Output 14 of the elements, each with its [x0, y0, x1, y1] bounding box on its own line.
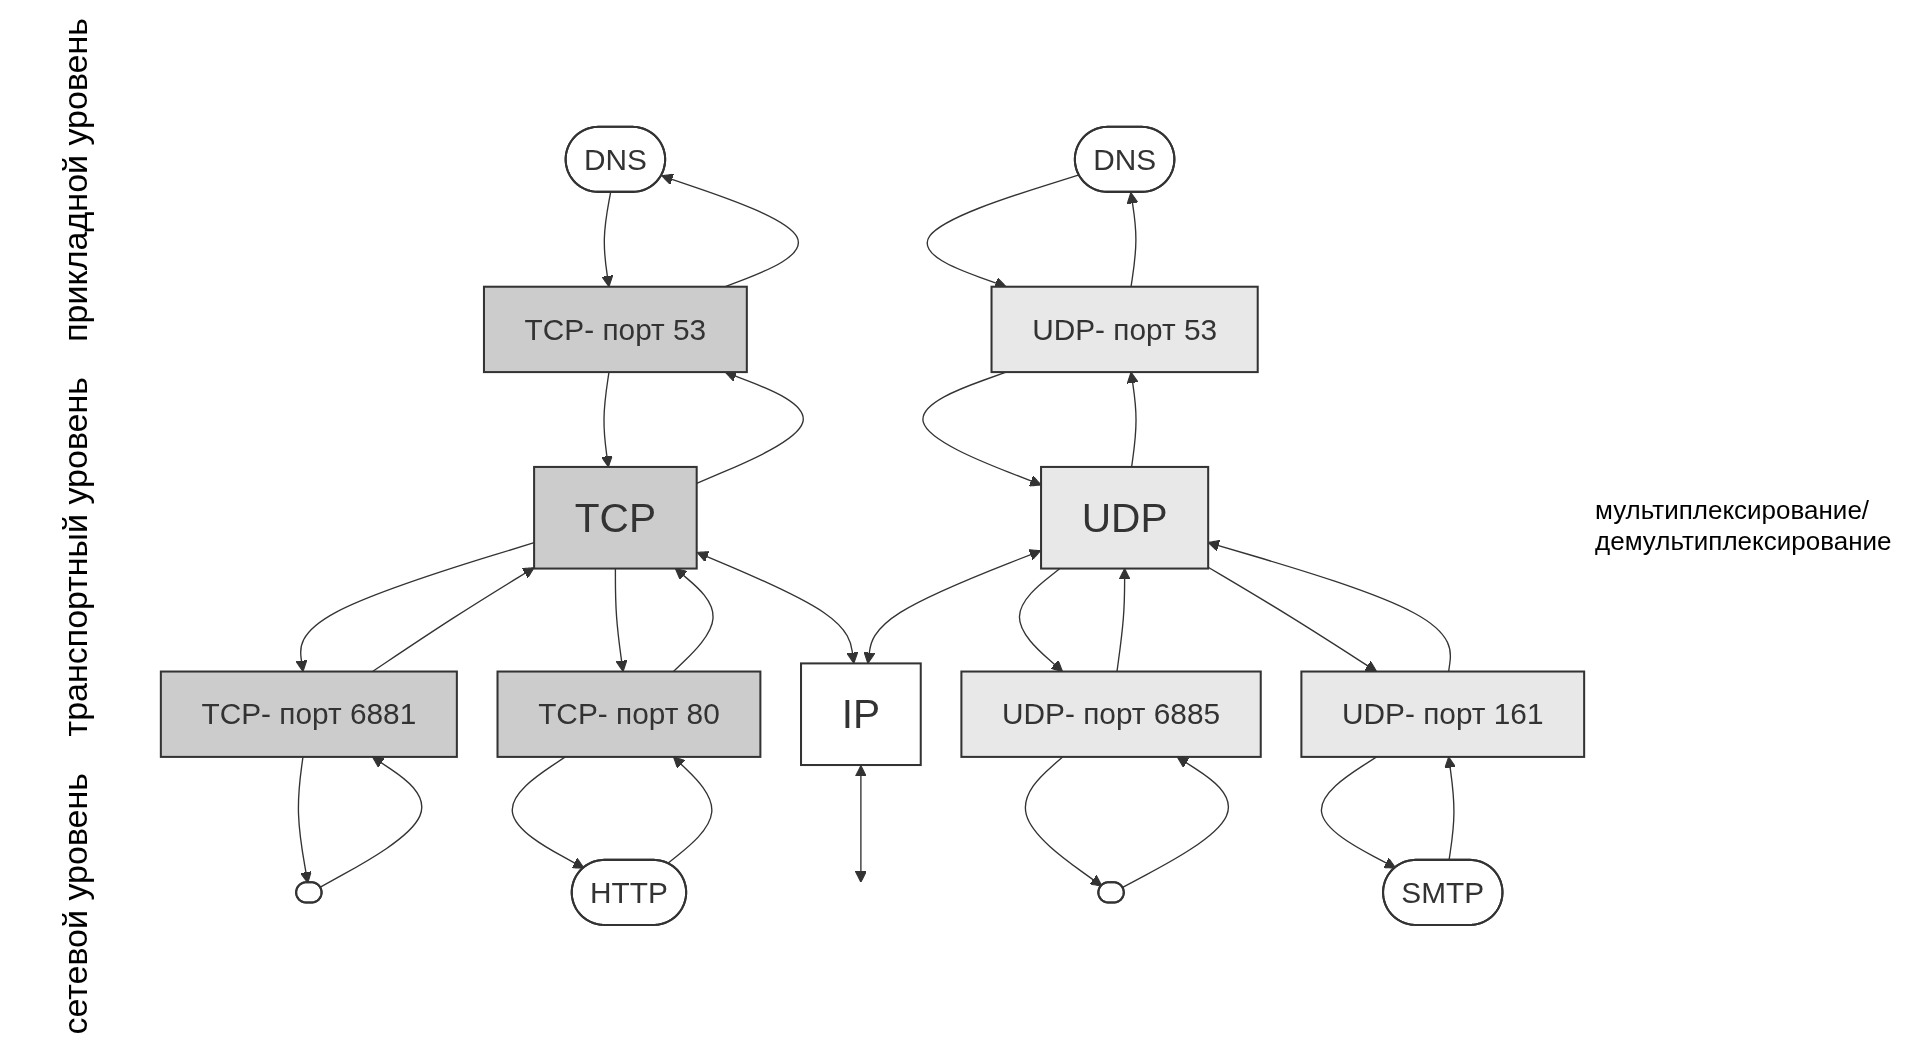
node-box: TCP- порт 53 [482, 285, 748, 374]
layer-label: сетевой уровень [55, 772, 95, 1035]
layer-label: транспортный уровень [55, 377, 95, 737]
node-box: UDP- порт 53 [990, 285, 1259, 374]
node-box: UDP [1040, 466, 1210, 570]
node-box: TCP- порт 80 [496, 670, 762, 759]
layer-label: прикладной уровень [55, 17, 95, 342]
note-text: мультиплексирование/ демультиплексирование [1595, 495, 1893, 557]
node-box: UDP- порт 161 [1300, 670, 1586, 759]
node-box: IP [800, 662, 922, 767]
node-box: UDP- порт 6885 [960, 670, 1262, 759]
node-box: TCP [533, 466, 698, 570]
node-box: TCP- порт 6881 [159, 670, 458, 759]
arrow [854, 765, 867, 883]
